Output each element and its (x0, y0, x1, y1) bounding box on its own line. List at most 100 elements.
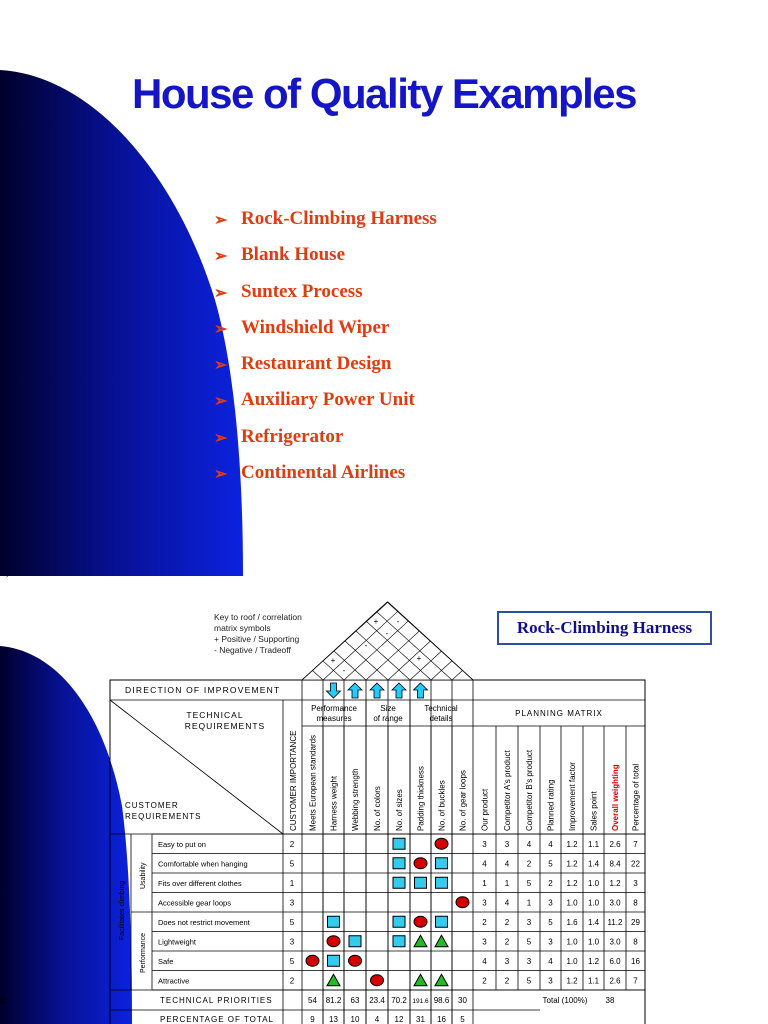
list-item-label: Suntex Process (241, 280, 363, 302)
roof-lattice-line (333, 650, 367, 681)
planning-value: 8 (633, 899, 638, 908)
list-item[interactable]: ➢Windshield Wiper (214, 317, 437, 353)
percentage-value: %) (0, 576, 9, 578)
planning-value: 3 (482, 938, 487, 947)
planning-value: 8 (633, 938, 638, 947)
planning-value: 1.4 (588, 860, 600, 869)
list-item[interactable]: ➢ Suntex Process (214, 281, 437, 317)
planning-value: 2 (527, 860, 532, 869)
list-item[interactable]: ➢Restaurant Design (214, 353, 437, 389)
percentage-value: 31 (416, 1015, 425, 1024)
customer-requirement-label: Safe (158, 957, 173, 966)
customer-requirement-label: Lightweight (158, 938, 197, 947)
list-item[interactable]: ➢Refrigerator (214, 426, 437, 462)
arrow-up-icon (391, 682, 407, 699)
roof-lattice-line (376, 611, 453, 681)
square-symbol-icon (392, 915, 406, 928)
circle-symbol-icon (305, 954, 320, 967)
square-symbol-icon (327, 915, 340, 928)
planning-value: 1.1 (588, 840, 600, 849)
plan-column-header: Competitor B's product (525, 749, 534, 831)
planning-value: 1.2 (566, 840, 578, 849)
list-item[interactable]: ➢Continental Airlines (214, 462, 437, 498)
square-symbol-icon (392, 857, 406, 870)
key-line: Key to roof / correlation (214, 612, 302, 622)
triangle-symbol-icon (434, 973, 449, 987)
slide-house-of-quality-examples: House of Quality Examples ➢Rock-Climbing… (0, 70, 638, 576)
technical-priority-value: 191.6 (412, 998, 429, 1005)
planning-value: 2 (548, 879, 553, 888)
roof-lattice-line (365, 630, 420, 681)
diagonal-line (109, 699, 284, 835)
planning-value: 4 (548, 840, 553, 849)
planning-value: 5 (527, 938, 532, 947)
list-item-label: Rock-Climbing Harness (241, 208, 437, 229)
technical-priority-value: 81.2 (326, 996, 342, 1005)
category-label: Facilitates climbing (119, 881, 126, 940)
technical-priority-value: 23.4 (369, 996, 385, 1005)
roof-mark: + (374, 617, 379, 626)
circle-symbol-icon (455, 896, 470, 909)
house-of-quality-matrix: +---++-DIRECTION OF IMPROVEMENTTECHNICAL… (0, 576, 646, 1024)
technical-priority-value: 54 (308, 996, 317, 1005)
planning-value: 3 (482, 899, 487, 908)
technical-priorities-label: TECHNICAL PRIORITIES (160, 996, 273, 1005)
planning-value: 2 (482, 918, 487, 927)
planning-value: 7 (633, 840, 638, 849)
key-line: - Negative / Tradeoff (214, 645, 291, 655)
customer-importance-value: 2 (290, 840, 295, 849)
list-item[interactable]: ➢Blank House (214, 244, 437, 280)
planning-value: 4 (505, 860, 510, 869)
customer-importance-value: 3 (290, 938, 295, 947)
planning-value: 1.6 (566, 918, 578, 927)
planning-value: 4 (548, 957, 553, 966)
triangle-symbol-icon (434, 934, 449, 948)
customer-requirement-label: Comfortable when hanging (158, 860, 248, 869)
arrow-up-icon (412, 682, 429, 699)
roof-key: Key to roof / correlation matrix symbols… (214, 612, 302, 656)
percentage-value: 16 (437, 1015, 446, 1024)
planning-value: 2.6 (609, 977, 621, 986)
tech-column-header: Webbing strength (351, 768, 360, 831)
planning-value: 1.1 (588, 977, 600, 986)
planning-value: 2 (505, 918, 510, 927)
tech-column-header: Harness weight (330, 775, 339, 831)
list-item-label: Restaurant Design (241, 353, 392, 375)
technical-priority-value: 70.2 (391, 996, 407, 1005)
planning-value: 3.0 (609, 938, 621, 947)
square-symbol-icon (435, 915, 448, 928)
triangle-symbol-icon (413, 973, 428, 987)
customer-requirement-label: Accessible gear loops (158, 899, 231, 908)
customer-importance-value: 1 (290, 879, 295, 888)
planning-value: 1.2 (566, 879, 578, 888)
planning-value: 3 (527, 918, 532, 927)
tech-column-header: Padding thickness (417, 766, 426, 831)
planning-value: 3 (548, 899, 553, 908)
square-symbol-icon (392, 837, 406, 850)
square-symbol-icon (414, 876, 427, 889)
planning-value: 1.4 (588, 918, 600, 927)
triangle-symbol-icon (413, 934, 428, 948)
roof-lattice-line (312, 670, 324, 681)
list-item[interactable]: ➢Auxiliary Power Unit (214, 389, 437, 425)
planning-value: 1.0 (588, 899, 600, 908)
list-item[interactable]: ➢Rock-Climbing Harness (214, 208, 437, 244)
slide-rock-climbing-harness: Key to roof / correlation matrix symbols… (0, 576, 768, 1024)
tech-column-header: No. of gear loops (459, 770, 468, 831)
percentage-value: 4 (375, 1015, 380, 1024)
planning-value: 2 (505, 938, 510, 947)
planning-value: 1.0 (566, 957, 578, 966)
roof-lattice-line (344, 640, 389, 681)
planning-value: 4 (505, 899, 510, 908)
square-symbol-icon (327, 954, 340, 967)
plan-column-header: Our product (481, 788, 490, 831)
arrow-up-icon (347, 682, 363, 699)
planning-value: 29 (631, 918, 640, 927)
square-symbol-icon (392, 935, 406, 948)
technical-label: TECHNICAL (186, 710, 243, 720)
roof-lattice-line (322, 610, 399, 681)
planning-matrix-label: PLANNING MATRIX (515, 709, 603, 718)
roof-mark: - (386, 629, 389, 638)
arrow-bullet-icon: ➢ (214, 284, 228, 302)
customer-importance-header: CUSTOMER IMPORTANCE (289, 731, 298, 831)
